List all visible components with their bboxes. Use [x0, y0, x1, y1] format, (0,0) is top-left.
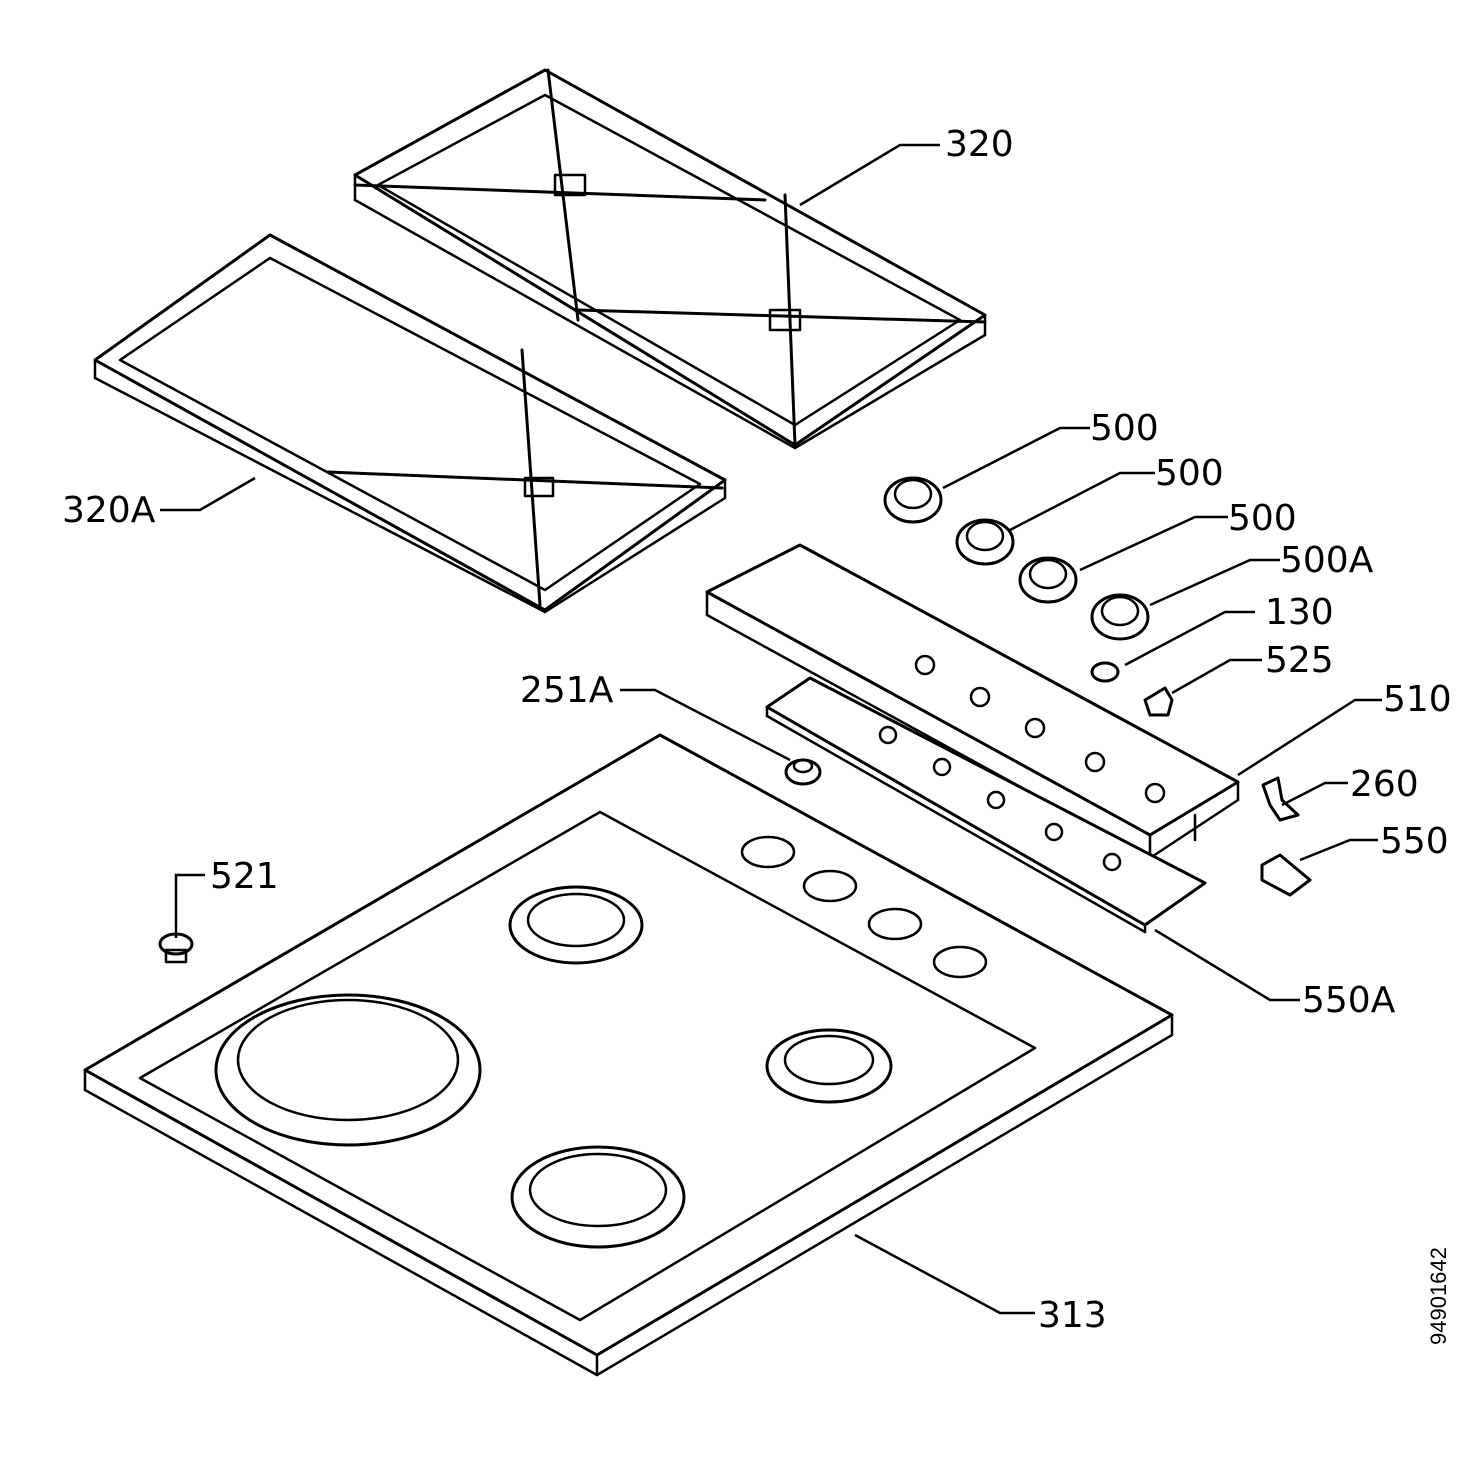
control-panel-510	[705, 543, 1240, 860]
part-130	[1090, 661, 1120, 683]
label-500-2: 500	[1155, 453, 1224, 494]
label-510: 510	[1383, 679, 1452, 720]
plate-550a	[765, 676, 1207, 934]
label-521: 521	[210, 856, 279, 897]
label-320a: 320A	[62, 490, 156, 531]
label-130: 130	[1265, 592, 1334, 633]
leader-lines	[160, 143, 1382, 1315]
label-313: 313	[1038, 1295, 1107, 1336]
pan-support-320a	[93, 233, 727, 614]
part-550	[1260, 853, 1312, 897]
label-525: 525	[1265, 640, 1334, 681]
label-550: 550	[1380, 821, 1449, 862]
pan-support-320	[353, 68, 987, 450]
label-500-1: 500	[1090, 408, 1159, 449]
label-500-3: 500	[1228, 498, 1297, 539]
part-251a	[784, 758, 822, 786]
label-251a: 251A	[520, 670, 614, 711]
knob-500a	[1090, 593, 1150, 641]
part-521	[158, 932, 194, 964]
hob-top-313	[83, 733, 1174, 1377]
label-260: 260	[1350, 764, 1419, 805]
knob-500-3	[1018, 556, 1078, 604]
label-500a: 500A	[1280, 540, 1374, 581]
knob-500-2	[955, 518, 1015, 566]
knob-500-1	[883, 476, 943, 524]
label-550a: 550A	[1302, 980, 1396, 1021]
part-labels: 320 320A 500 500 500 500A 130 525 510 25…	[62, 124, 1452, 1345]
label-320: 320	[945, 124, 1014, 165]
drawing-number: 94901642	[1426, 1247, 1451, 1345]
button-525	[1143, 686, 1174, 717]
part-260	[1261, 776, 1300, 822]
